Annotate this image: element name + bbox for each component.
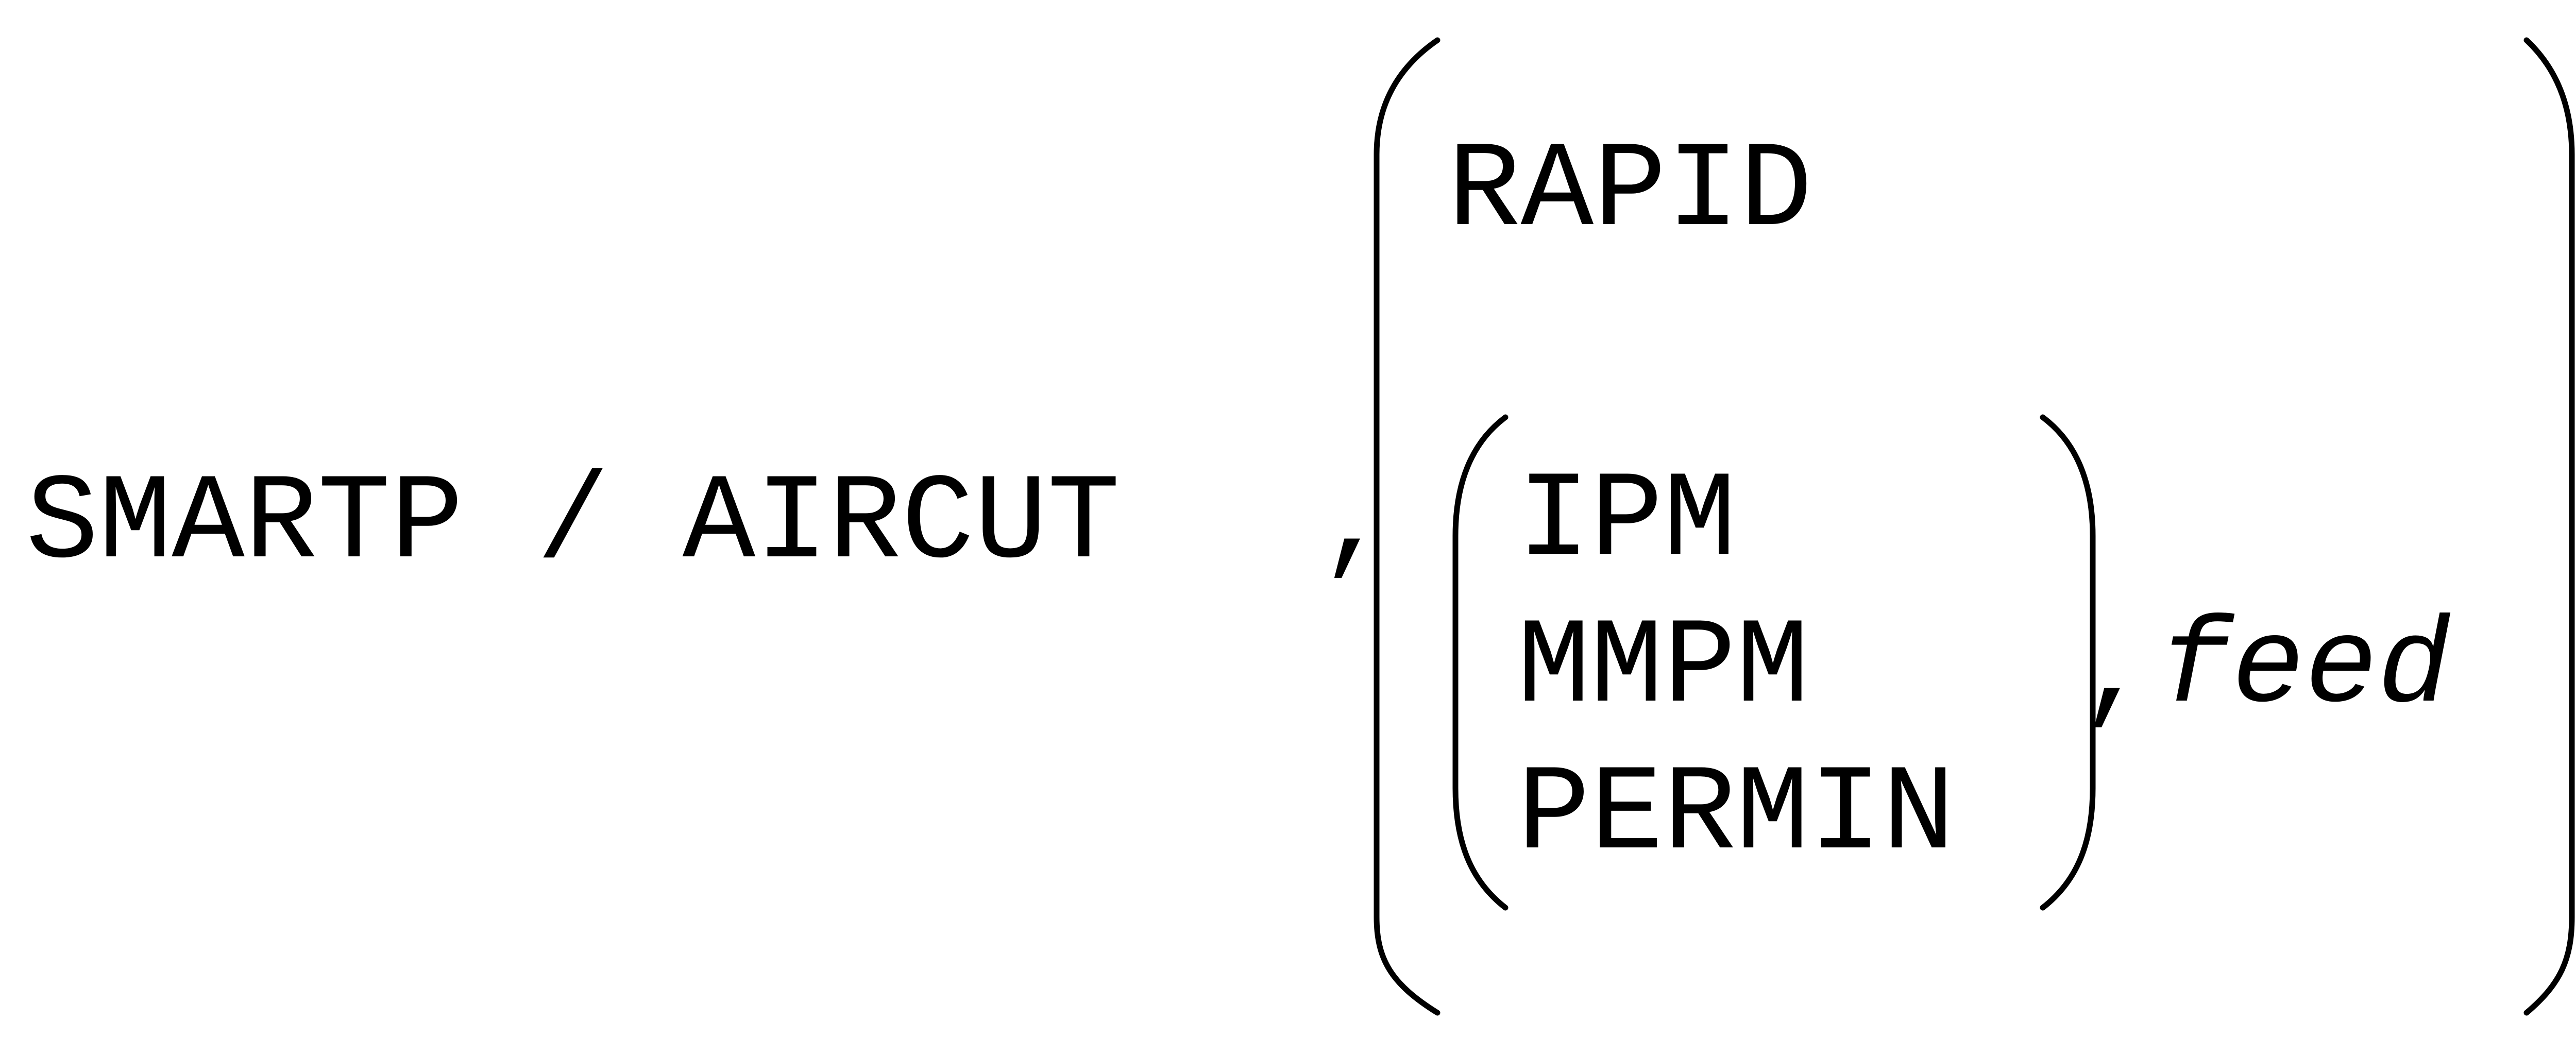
feed-unit-permin: PERMIN — [1517, 746, 1955, 884]
feed-parameter: feed — [2159, 600, 2451, 737]
inner-right-paren — [2040, 414, 2096, 911]
inner-left-paren — [1452, 414, 1509, 911]
comma-separator-1: , — [1319, 455, 1392, 593]
comma-separator-2: , — [2079, 605, 2152, 742]
outer-left-paren — [1374, 37, 1440, 1016]
feed-unit-ipm: IPM — [1517, 453, 1736, 590]
feed-unit-mmpm: MMPM — [1517, 600, 1809, 737]
command-text: SMARTP / AIRCUT — [26, 455, 1121, 593]
option-rapid: RAPID — [1448, 123, 1813, 261]
outer-right-paren — [2523, 37, 2575, 1016]
